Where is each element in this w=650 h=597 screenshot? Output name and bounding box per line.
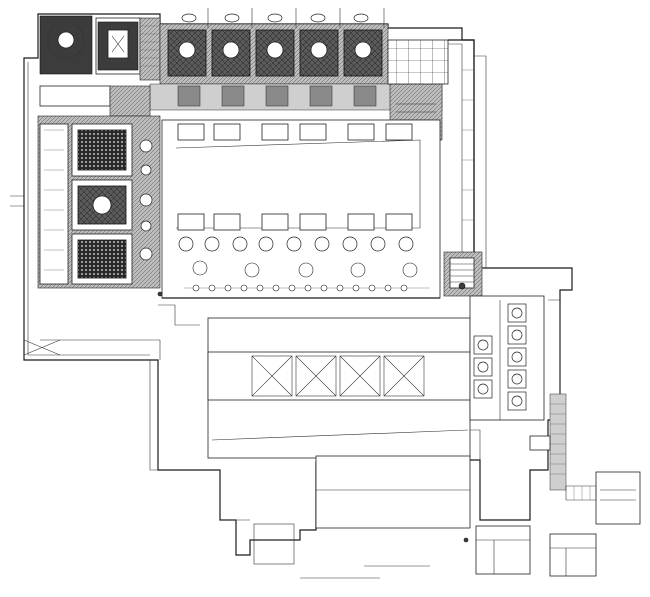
banquet-halls-west [37,115,161,289]
misc-lines [149,291,481,579]
kitchen-block [207,317,471,565]
east-private-dining-tables [473,303,527,411]
stair-cores-south [475,471,641,577]
ceremony-rooms-nw [39,15,161,81]
kitchen-x-bays [251,355,425,397]
east-private-dining [469,295,567,491]
dining-hall [161,119,441,299]
west-hall-round-tables [139,139,153,261]
stair-core-east [443,251,483,297]
vip-rooms-row [159,8,389,85]
dining-hall-booths [177,123,413,231]
dining-hall-round-tables [178,236,430,292]
ne-grid-area [387,39,487,268]
